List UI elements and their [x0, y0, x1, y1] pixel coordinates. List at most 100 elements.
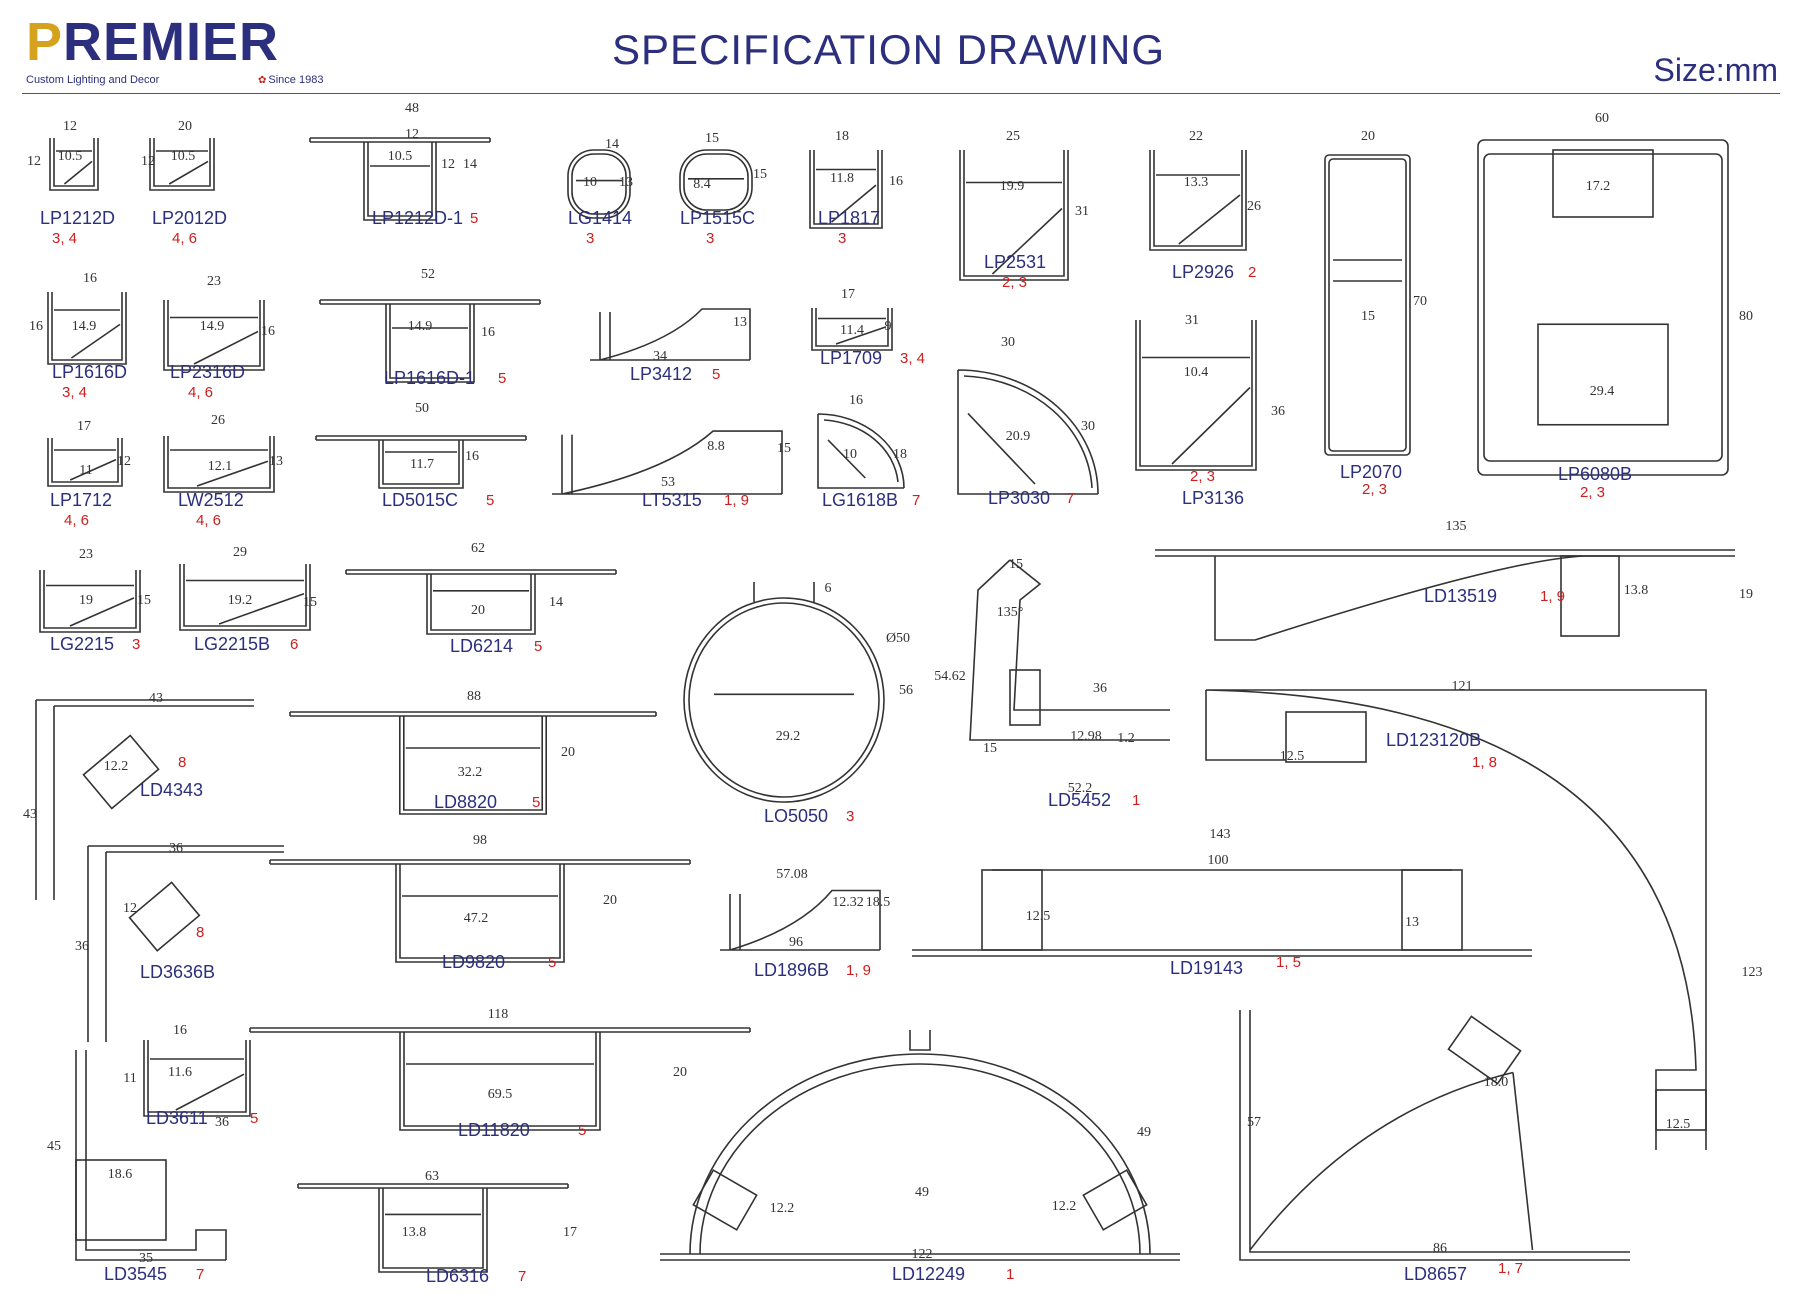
dimension-label: 54.62 — [934, 669, 966, 684]
dimension-label: 16 — [83, 271, 97, 286]
dimension-label: 63 — [425, 1169, 439, 1184]
profile-note: 2, 3 — [1362, 481, 1388, 498]
dimension-label: 29.2 — [776, 729, 801, 744]
dimension-label: 10.4 — [1184, 365, 1209, 380]
dimension-label: 100 — [1208, 853, 1229, 868]
dimension-label: 20 — [178, 119, 192, 134]
profile-note: 1 — [1006, 1266, 1015, 1283]
dimension-label: 12 — [405, 127, 419, 142]
dimension-label: 88 — [467, 689, 481, 704]
profile-note: 4, 6 — [172, 230, 198, 247]
dimension-label: 16 — [889, 174, 903, 189]
dimension-label: 49 — [1137, 1125, 1151, 1140]
profile-note: 1, 9 — [724, 492, 750, 509]
dimension-label: 135° — [997, 605, 1024, 620]
units-label: Size:mm — [1653, 52, 1778, 88]
dimension-label: 15 — [777, 441, 791, 456]
dimension-label: 48 — [405, 101, 419, 116]
dimension-label: 29.4 — [1590, 384, 1615, 399]
dimension-label: 23 — [207, 274, 221, 289]
dimension-label: 10.5 — [388, 149, 413, 164]
profile-note: 4, 6 — [64, 512, 90, 529]
dimension-label: 1.2 — [1117, 731, 1135, 746]
dimension-label: 36 — [75, 939, 89, 954]
profile-name: LD8820 — [434, 792, 498, 812]
dimension-label: Ø50 — [886, 631, 910, 646]
profile-name: LP1817 — [818, 208, 881, 228]
profile-note: 1, 5 — [1276, 954, 1302, 971]
dimension-label: 12.1 — [208, 459, 233, 474]
dimension-label: 12 — [27, 154, 41, 169]
dimension-label: 143 — [1210, 827, 1231, 842]
dimension-label: 18 — [893, 447, 907, 462]
dimension-label: 19 — [1739, 587, 1753, 602]
since-text: Since 1983 — [268, 74, 324, 86]
dimension-label: 16 — [173, 1023, 187, 1038]
profile-note: 1, 8 — [1472, 754, 1498, 771]
profile-name: LD12249 — [892, 1264, 966, 1284]
dimension-label: 15 — [705, 131, 719, 146]
page-title: SPECIFICATION DRAWING — [612, 26, 1166, 73]
dimension-label: 20 — [561, 745, 575, 760]
profile-note: 5 — [578, 1122, 587, 1139]
profile-note: 4, 6 — [188, 384, 214, 401]
dimension-label: 12 — [441, 157, 455, 172]
dimension-label: 13.8 — [402, 1225, 427, 1240]
dimension-label: 17 — [77, 419, 91, 434]
profile-note: 3, 4 — [900, 350, 926, 367]
dimension-label: 43 — [149, 691, 163, 706]
dimension-label: 10.5 — [58, 149, 83, 164]
profile-name: LT5315 — [642, 490, 702, 510]
profile-name: LP6080B — [1558, 464, 1633, 484]
profile-lp1515c-drawing: 158.415 — [679, 131, 767, 215]
dimension-label: 12.2 — [770, 1201, 795, 1216]
dimension-label: 17 — [563, 1225, 577, 1240]
profile-name: LP3030 — [988, 488, 1051, 508]
profile-name: LD1896B — [754, 960, 830, 980]
dimension-label: 49 — [915, 1185, 929, 1200]
profile-note: 3 — [838, 230, 847, 247]
dimension-label: 19.9 — [1000, 179, 1025, 194]
profile-note: 5 — [498, 370, 507, 387]
dimension-label: 20 — [471, 603, 485, 618]
dimension-label: 13 — [733, 315, 747, 330]
profile-note: 2, 3 — [1190, 468, 1216, 485]
brand-rest: REMIER — [63, 12, 280, 72]
brand-wordmark: PREMIER — [26, 12, 280, 72]
profile-note: 3, 4 — [52, 230, 78, 247]
dimension-label: 13.3 — [1184, 175, 1209, 190]
dimension-label: 13 — [619, 175, 633, 190]
dimension-label: 15 — [983, 741, 997, 756]
profile-note: 3 — [846, 808, 855, 825]
profile-note: 5 — [548, 954, 557, 971]
dimension-label: 123 — [1742, 965, 1763, 980]
dimension-label: 25 — [1006, 129, 1020, 144]
dimension-label: 11.6 — [168, 1065, 192, 1080]
profile-name: LD5015C — [382, 490, 459, 510]
dimension-label: 57.08 — [776, 867, 808, 882]
profile-name: LD5452 — [1048, 790, 1112, 810]
profile-name: LD123120B — [1386, 730, 1482, 750]
profile-note: 2 — [1248, 264, 1257, 281]
dimension-label: 32.2 — [458, 765, 483, 780]
profile-name: LG2215 — [50, 634, 115, 654]
dimension-label: 36 — [215, 1115, 229, 1130]
dimension-label: 20 — [673, 1065, 687, 1080]
dimension-label: 13 — [269, 454, 283, 469]
profile-note: 1, 9 — [1540, 588, 1566, 605]
